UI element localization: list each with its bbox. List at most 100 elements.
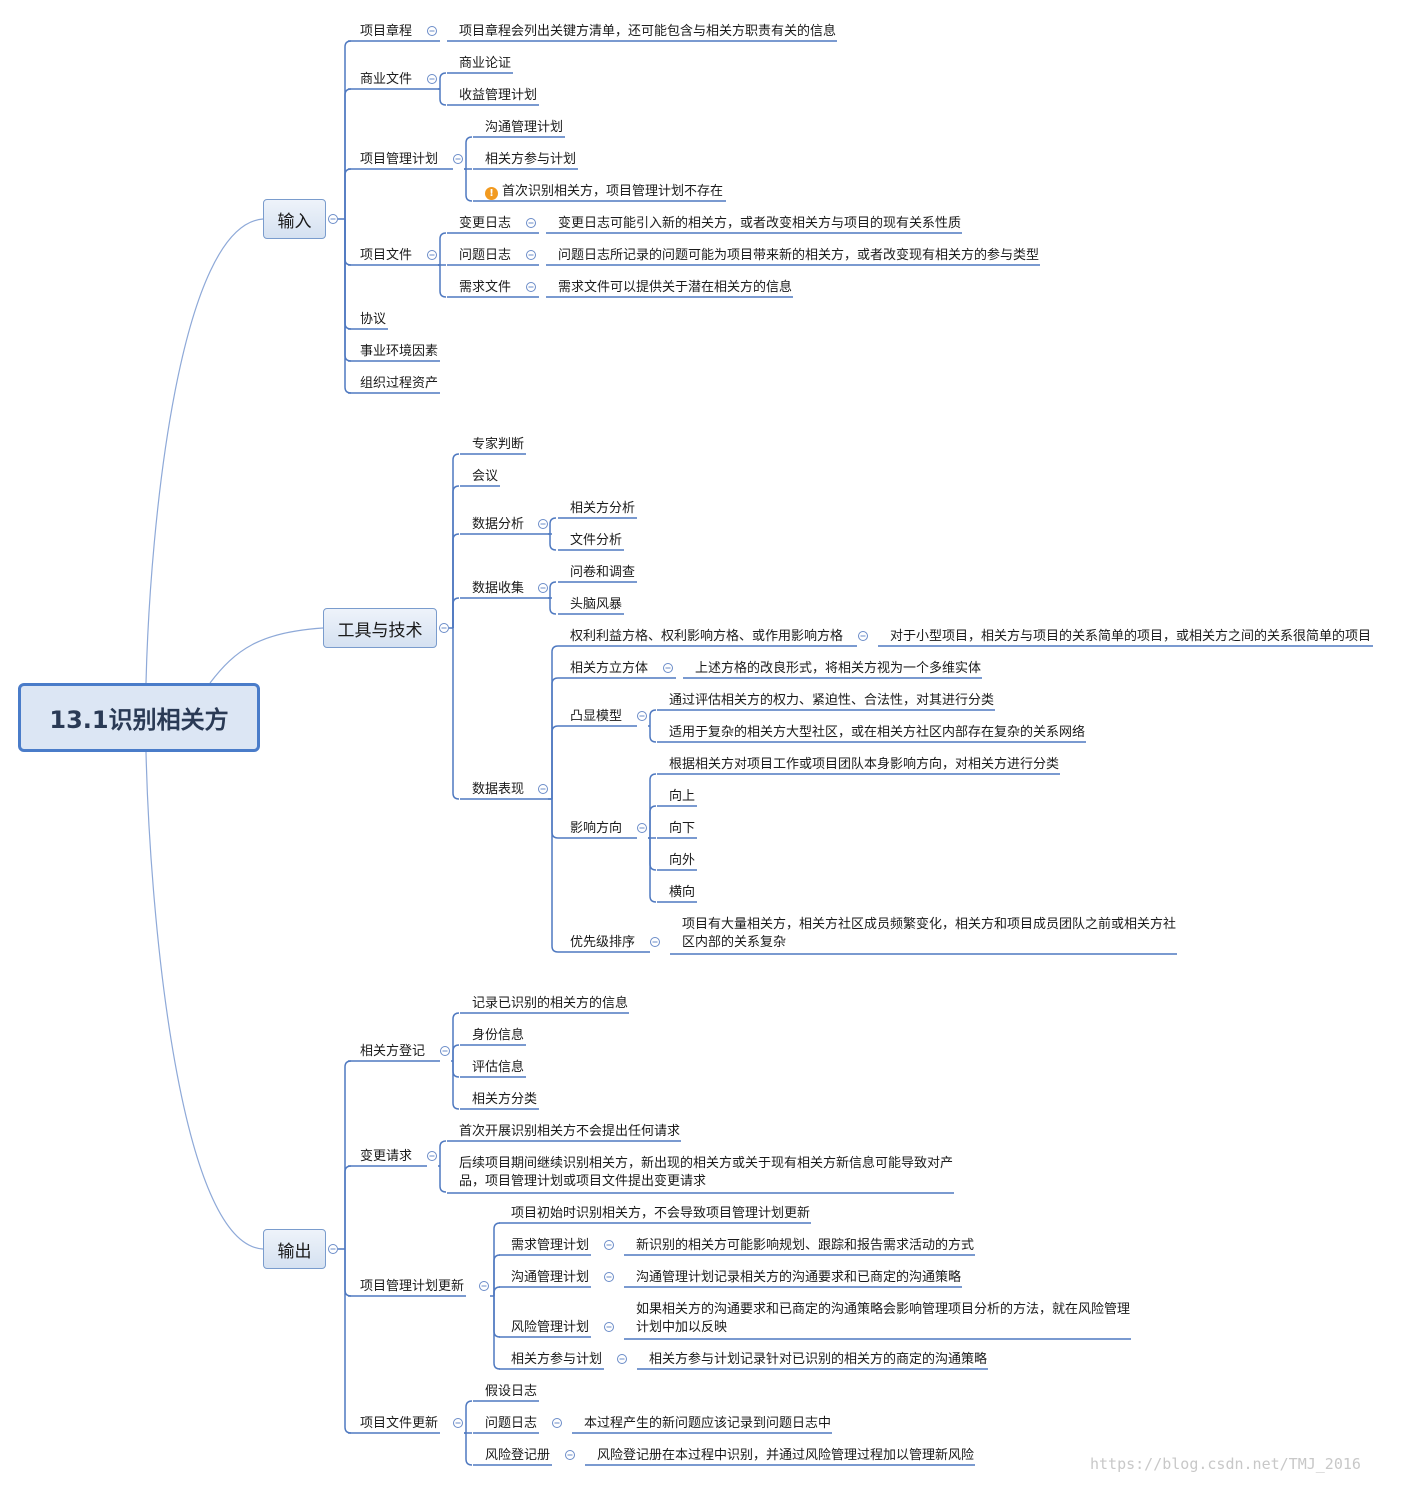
topic-tt-data-gathering[interactable]: 数据收集: [472, 581, 524, 596]
topic-in-charter-note[interactable]: 项目章程会列出关键方清单，还可能包含与相关方职责有关的信息: [459, 24, 836, 39]
topic-tt-data-representation[interactable]: 数据表现: [472, 782, 524, 797]
topic-out-comm-plan[interactable]: 沟通管理计划: [511, 1270, 589, 1285]
topic-tt-influence[interactable]: 影响方向: [570, 821, 622, 836]
in-charter-collapse-icon[interactable]: [427, 26, 437, 36]
topic-in-docs[interactable]: 项目文件: [360, 248, 412, 263]
topic-in-issue-log-note[interactable]: 问题日志所记录的问题可能为项目带来新的相关方，或者改变现有相关方的参与类型: [558, 248, 1039, 263]
topic-out-cr-note2[interactable]: 后续项目期间继续识别相关方，新出现的相关方或关于现有相关方新信息可能导致对产品，…: [459, 1155, 953, 1191]
topic-out-req-plan-note[interactable]: 新识别的相关方可能影响规划、跟踪和报告需求活动的方式: [636, 1238, 974, 1253]
out-req-plan-collapse-icon[interactable]: [604, 1240, 614, 1250]
out-comm-plan-collapse-icon[interactable]: [604, 1272, 614, 1282]
branch-input[interactable]: 输入: [263, 199, 326, 239]
branch-output[interactable]: 输出: [263, 1229, 326, 1269]
in-change-log-collapse-icon[interactable]: [526, 218, 536, 228]
in-docs-collapse-icon[interactable]: [427, 250, 437, 260]
out-register-collapse-icon[interactable]: [440, 1046, 450, 1056]
topic-out-risk-plan[interactable]: 风险管理计划: [511, 1320, 589, 1335]
out-issue-log-collapse-icon[interactable]: [552, 1418, 562, 1428]
tt-cube-collapse-icon[interactable]: [663, 663, 673, 673]
topic-out-engage-plan-note[interactable]: 相关方参与计划记录针对已识别的相关方的商定的沟通策略: [649, 1352, 987, 1367]
topic-out-comm-plan-note[interactable]: 沟通管理计划记录相关方的沟通要求和已商定的沟通策略: [636, 1270, 961, 1285]
topic-out-pmu-note[interactable]: 项目初始时识别相关方，不会导致项目管理计划更新: [511, 1206, 810, 1221]
topic-tt-salience-note2[interactable]: 适用于复杂的相关方大型社区，或在相关方社区内部存在复杂的关系网络: [669, 725, 1085, 740]
topic-out-assumption-log[interactable]: 假设日志: [485, 1384, 537, 1399]
tt-influence-collapse-icon[interactable]: [637, 823, 647, 833]
topic-in-pmp-warning[interactable]: !首次识别相关方，项目管理计划不存在: [485, 184, 723, 200]
out-comm-plan-label: 沟通管理计划: [511, 1270, 590, 1285]
topic-out-register[interactable]: 相关方登记: [360, 1044, 425, 1059]
topic-in-change-log-note[interactable]: 变更日志可能引入新的相关方，或者改变相关方与项目的现有关系性质: [558, 216, 961, 231]
tt-prioritization-collapse-icon[interactable]: [650, 937, 660, 947]
topic-tt-sideward[interactable]: 横向: [669, 885, 695, 900]
input-collapse-icon[interactable]: [328, 214, 338, 224]
topic-tt-data-analysis[interactable]: 数据分析: [472, 517, 524, 532]
topic-in-business-case[interactable]: 商业论证: [459, 56, 511, 71]
topic-out-change-req[interactable]: 变更请求: [360, 1149, 412, 1164]
out-doc-updates-collapse-icon[interactable]: [453, 1418, 463, 1428]
out-risk-register-collapse-icon[interactable]: [565, 1450, 575, 1460]
topic-tt-grids[interactable]: 权利利益方格、权利影响方格、或作用影响方格: [570, 629, 843, 644]
topic-in-business[interactable]: 商业文件: [360, 72, 412, 87]
topic-out-classification[interactable]: 相关方分类: [472, 1092, 537, 1107]
topic-tt-prioritization[interactable]: 优先级排序: [570, 935, 635, 950]
topic-tt-meetings[interactable]: 会议: [472, 469, 498, 484]
topic-out-risk-register-note[interactable]: 风险登记册在本过程中识别，并通过风险管理过程加以管理新风险: [597, 1448, 974, 1463]
topic-in-agreements[interactable]: 协议: [360, 312, 386, 327]
out-pmp-updates-collapse-icon[interactable]: [479, 1281, 489, 1291]
topic-in-opa[interactable]: 组织过程资产: [360, 376, 438, 391]
topic-tt-upward[interactable]: 向上: [669, 789, 695, 804]
topic-tt-questionnaires[interactable]: 问卷和调查: [570, 565, 635, 580]
tt-data-analysis-collapse-icon[interactable]: [538, 519, 548, 529]
topic-out-req-plan[interactable]: 需求管理计划: [511, 1238, 589, 1253]
topic-tt-salience[interactable]: 凸显模型: [570, 709, 622, 724]
in-issue-log-collapse-icon[interactable]: [526, 250, 536, 260]
topic-tt-salience-note1[interactable]: 通过评估相关方的权力、紧迫性、合法性，对其进行分类: [669, 693, 994, 708]
topic-tt-cube-note[interactable]: 上述方格的改良形式，将相关方视为一个多维实体: [695, 661, 981, 676]
topic-out-doc-updates[interactable]: 项目文件更新: [360, 1416, 438, 1431]
topic-in-eef[interactable]: 事业环境因素: [360, 344, 438, 359]
in-pmp-collapse-icon[interactable]: [453, 154, 463, 164]
in-business-collapse-icon[interactable]: [427, 74, 437, 84]
tt-data-representation-collapse-icon[interactable]: [538, 784, 548, 794]
tools-collapse-icon[interactable]: [439, 623, 449, 633]
topic-in-charter[interactable]: 项目章程: [360, 24, 412, 39]
topic-out-issue-log[interactable]: 问题日志: [485, 1416, 537, 1431]
topic-in-benefits[interactable]: 收益管理计划: [459, 88, 537, 103]
topic-tt-cube[interactable]: 相关方立方体: [570, 661, 648, 676]
topic-out-risk-register[interactable]: 风险登记册: [485, 1448, 550, 1463]
topic-in-comm-plan[interactable]: 沟通管理计划: [485, 120, 563, 135]
out-change-req-collapse-icon[interactable]: [427, 1151, 437, 1161]
topic-tt-expert[interactable]: 专家判断: [472, 437, 524, 452]
topic-in-engage-plan[interactable]: 相关方参与计划: [485, 152, 576, 167]
central-topic[interactable]: 13.1识别相关方: [18, 683, 260, 752]
tt-salience-collapse-icon[interactable]: [637, 711, 647, 721]
topic-tt-brainstorming[interactable]: 头脑风暴: [570, 597, 622, 612]
topic-tt-grids-note[interactable]: 对于小型项目，相关方与项目的关系简单的项目，或相关方之间的关系很简单的项目: [890, 629, 1371, 644]
in-req-docs-collapse-icon[interactable]: [526, 282, 536, 292]
topic-in-issue-log[interactable]: 问题日志: [459, 248, 511, 263]
topic-out-risk-plan-note[interactable]: 如果相关方的沟通要求和已商定的沟通策略会影响管理项目分析的方法，就在风险管理计划…: [636, 1301, 1130, 1337]
topic-in-pmp[interactable]: 项目管理计划: [360, 152, 438, 167]
topic-in-req-docs-note[interactable]: 需求文件可以提供关于潜在相关方的信息: [558, 280, 792, 295]
topic-out-assessment[interactable]: 评估信息: [472, 1060, 524, 1075]
output-collapse-icon[interactable]: [328, 1244, 338, 1254]
topic-in-req-docs[interactable]: 需求文件: [459, 280, 511, 295]
topic-out-cr-note1[interactable]: 首次开展识别相关方不会提出任何请求: [459, 1124, 680, 1139]
topic-tt-doc-analysis[interactable]: 文件分析: [570, 533, 622, 548]
topic-tt-stakeholder-analysis[interactable]: 相关方分析: [570, 501, 635, 516]
topic-in-change-log[interactable]: 变更日志: [459, 216, 511, 231]
topic-tt-prioritization-note[interactable]: 项目有大量相关方，相关方社区成员频繁变化，相关方和项目成员团队之前或相关方社区内…: [682, 916, 1176, 952]
tt-grids-collapse-icon[interactable]: [858, 631, 868, 641]
topic-out-engage-plan[interactable]: 相关方参与计划: [511, 1352, 602, 1367]
topic-out-identity[interactable]: 身份信息: [472, 1028, 524, 1043]
branch-tools-techniques[interactable]: 工具与技术: [323, 608, 437, 648]
topic-out-issue-log-note[interactable]: 本过程产生的新问题应该记录到问题日志中: [584, 1416, 831, 1431]
out-engage-plan-collapse-icon[interactable]: [617, 1354, 627, 1364]
topic-out-reg-info[interactable]: 记录已识别的相关方的信息: [472, 996, 628, 1011]
topic-tt-downward[interactable]: 向下: [669, 821, 695, 836]
topic-tt-outward[interactable]: 向外: [669, 853, 695, 868]
topic-out-pmp-updates[interactable]: 项目管理计划更新: [360, 1279, 464, 1294]
tt-data-gathering-collapse-icon[interactable]: [538, 583, 548, 593]
topic-tt-influence-note[interactable]: 根据相关方对项目工作或项目团队本身影响方向，对相关方进行分类: [669, 757, 1059, 772]
out-risk-plan-collapse-icon[interactable]: [604, 1322, 614, 1332]
